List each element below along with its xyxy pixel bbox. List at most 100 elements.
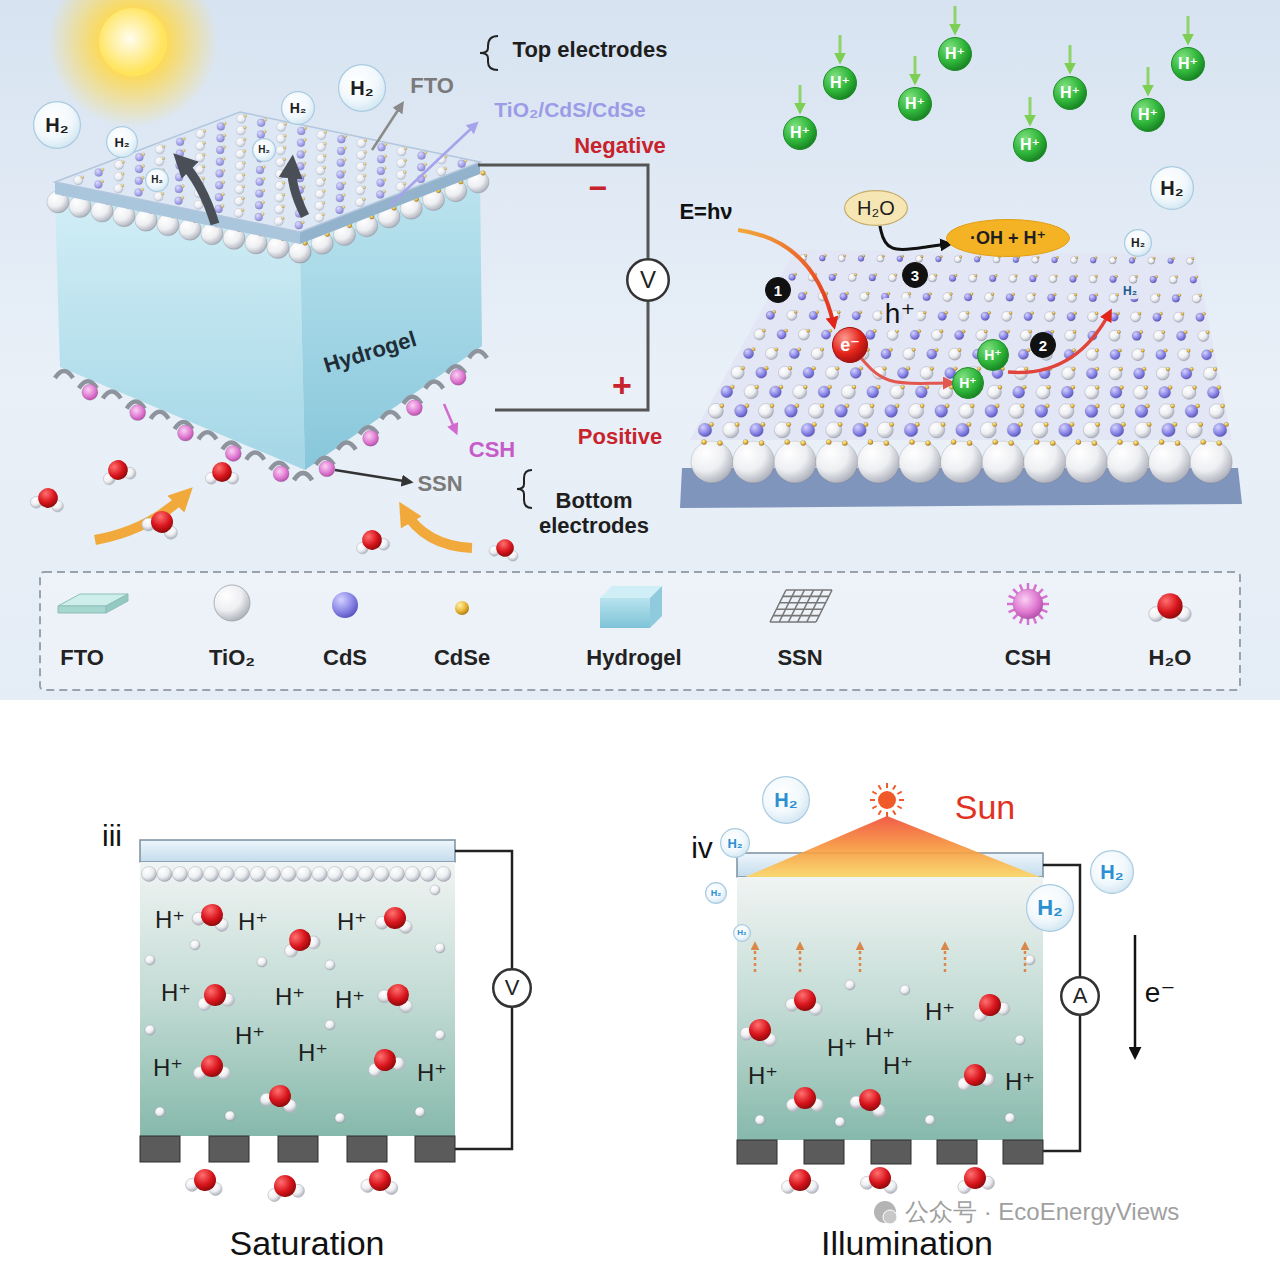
node-outline [763,777,810,824]
proton-arrow [1069,45,1072,71]
proton-arrows [800,6,1188,123]
gas-bubble: H₂ [1090,850,1134,894]
tio2-bead [1068,293,1077,302]
node-outline [1091,851,1134,894]
ion-label: H⁺ [155,906,185,934]
cdse-dot [1196,404,1200,408]
cdse-dot [859,311,862,314]
node-outline [899,88,932,121]
tio2-bead [811,348,823,360]
proton-arrow [839,35,842,61]
tio2-bead [920,367,933,380]
tio2-bead [890,385,904,399]
tio2-bead [219,867,234,882]
hydrogen-atom [190,940,200,950]
cdse-dot [868,439,873,444]
mesh-wire [425,382,443,389]
cdse-dot [709,422,713,426]
cdse-dot [854,273,857,276]
tio2-bead [1089,275,1097,283]
leader-line [335,470,410,482]
cdse-dot [988,311,991,314]
oxygen-atom [382,905,407,930]
tio2-bead [857,441,899,483]
tio2-bead [173,867,188,882]
node-outline [978,340,1009,371]
water-molecule [955,1061,996,1092]
cdse-dot [1076,439,1081,444]
cdse-dot [1033,293,1036,296]
proton-arrow [799,85,802,111]
oxygen-atom [383,980,412,1009]
reaction-arrow [862,359,952,384]
part-label: SSN [417,471,462,496]
cdse-dot [1009,440,1014,445]
node-outline [845,191,908,226]
node-text: H⁺ [830,75,850,91]
wire [455,851,512,968]
cdse-dot [1120,385,1124,389]
cdse-dot [1071,385,1075,389]
tio2-bead [984,293,993,302]
cdse-dot [1172,257,1174,259]
tio2-bead [959,311,969,321]
water-molecule [191,900,233,933]
hydrogen-atom [1005,1113,1015,1123]
oxygen-atom [286,926,314,954]
tio2-bead [954,256,961,263]
legend-label: Hydrogel [586,645,681,670]
tio2-bead [932,330,943,341]
cdse-dot [876,385,880,389]
water-molecule [279,923,322,959]
cdse-dot [1045,404,1049,408]
mesh-wire [55,371,73,378]
watermark-icon [883,1210,897,1224]
tio2-bead [1159,404,1174,419]
cdse-dot [801,440,806,445]
oxygen-atom [361,529,384,552]
watermark-icon [874,1201,896,1223]
polarity-label: Positive [578,424,662,449]
mesh-wire [816,590,832,622]
tio2-bead [1062,367,1075,380]
cdse-dot [882,255,884,257]
oxygen-atom [212,462,232,482]
tio2-bead [826,366,839,379]
tio2-bead [887,329,898,340]
tio2-bead [359,867,374,882]
sun-ray [872,792,876,795]
cdse-dot [761,422,765,426]
proton-ion: H⁺ [823,66,857,100]
cdse-dot [940,255,942,257]
proton-ion: H⁺ [783,116,817,150]
water-molecule [1149,593,1192,621]
water-molecule [739,1015,781,1048]
cdse-dot [954,367,958,371]
callout-number: 1 [765,277,791,303]
cdse-dot [701,439,706,444]
wire [1043,1016,1080,1151]
cdse-dot [735,422,739,426]
electrode-block [804,1140,844,1164]
cdse-dot [1009,311,1012,314]
electrode-block [140,1136,180,1162]
water-molecule [354,527,391,554]
tio2-bead [993,256,1000,263]
tio2-bead [980,422,996,438]
panel-caption: Illumination [821,1224,993,1263]
water-molecule [99,456,137,486]
cdse-dot [901,255,903,257]
ion-label: H⁺ [865,1023,895,1051]
cdse-dot [906,367,910,371]
water-molecule [140,505,183,541]
ion-label: H⁺ [417,1059,447,1087]
tio2-bead [929,422,945,438]
cdse-dot [1074,312,1077,315]
hydrogen-atom [415,1107,425,1117]
cdse-dot [925,440,930,445]
sun-label: Sun [955,788,1016,827]
ion-label: H⁺ [335,986,365,1014]
cdse-dot [984,330,987,333]
wire [478,165,648,258]
cdse-dot [1029,330,1032,333]
